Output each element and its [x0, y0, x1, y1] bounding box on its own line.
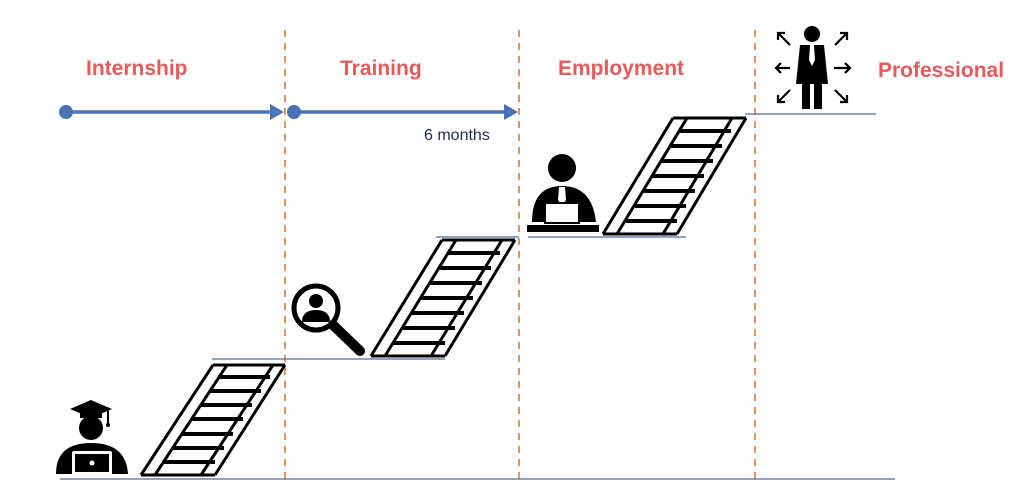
stage-dividers [284, 30, 756, 480]
stage-label-training: Training [340, 57, 422, 80]
timeline-arrowhead-internship [270, 104, 284, 120]
ladder-icon [369, 238, 517, 358]
stage-label-employment: Employment [558, 57, 685, 80]
timeline-arrowhead-training [504, 104, 518, 120]
person-at-desk-icon [527, 154, 599, 232]
step-platforms [60, 113, 895, 480]
stage-label-professional: Professional [878, 59, 1005, 82]
ladder-icon [601, 116, 748, 236]
businessman-arrows-icon [774, 26, 852, 109]
duration-label: 6 months [424, 127, 490, 144]
magnifier-person-icon [291, 283, 365, 356]
graduate-laptop-icon [56, 400, 128, 475]
timeline [59, 104, 518, 120]
stage-label-internship: Internship [86, 57, 188, 80]
ladder-icon [139, 363, 287, 477]
